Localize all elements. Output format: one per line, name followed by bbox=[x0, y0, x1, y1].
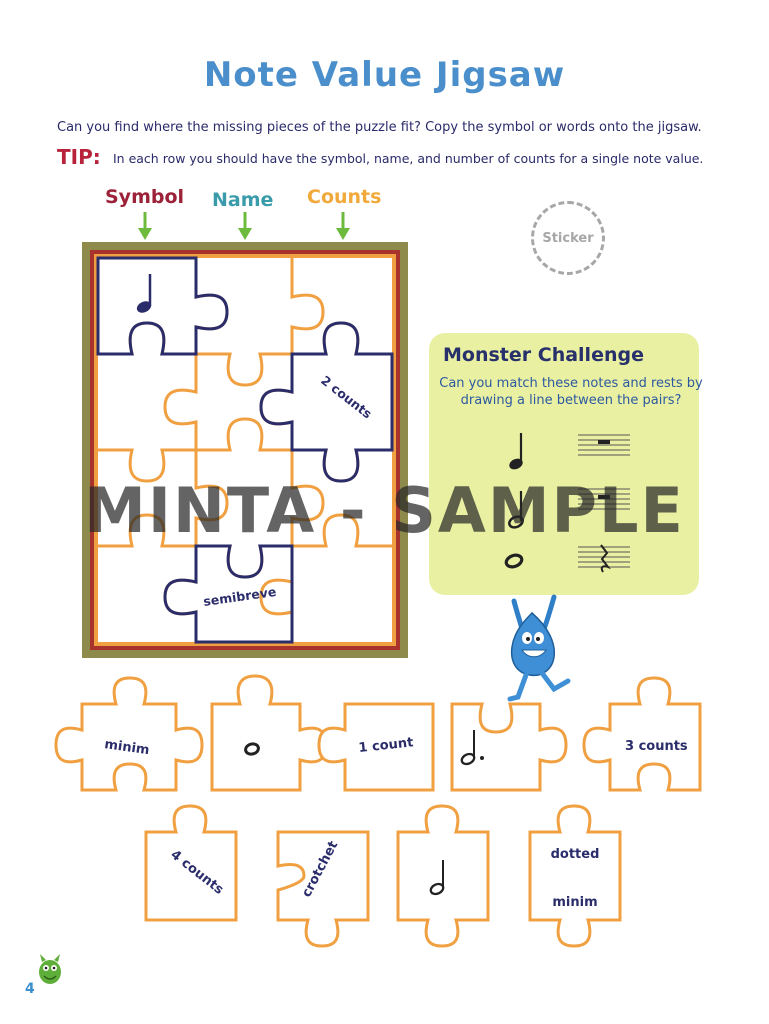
loose-piece-1-count[interactable] bbox=[317, 702, 435, 792]
loose-piece-dotted-minim-symbol[interactable] bbox=[450, 702, 568, 792]
monster-challenge-box bbox=[429, 333, 699, 595]
loose-piece-3-counts-label: 3 counts bbox=[625, 739, 688, 754]
loose-piece-crotchet[interactable] bbox=[276, 830, 370, 948]
arrow-counts-head bbox=[336, 228, 350, 240]
intro-text: Can you find where the missing pieces of… bbox=[57, 120, 702, 135]
page-title: Note Value Jigsaw bbox=[203, 55, 566, 95]
column-header-symbol: Symbol bbox=[105, 186, 185, 208]
loose-piece-semibreve-symbol[interactable] bbox=[210, 674, 328, 792]
challenge-minim-rest-icon[interactable] bbox=[578, 488, 630, 510]
crotchet-note-icon bbox=[136, 274, 152, 313]
challenge-title: Monster Challenge bbox=[443, 344, 644, 366]
loose-pieces: minim 1 count 3 counts 4 counts crotchet… bbox=[54, 674, 702, 948]
arrow-name-head bbox=[238, 228, 252, 240]
loose-piece-1-count-label: 1 count bbox=[358, 735, 414, 756]
column-header-counts: Counts bbox=[307, 186, 382, 208]
board-piece-2-counts[interactable] bbox=[259, 321, 394, 483]
minim-note-icon bbox=[429, 860, 445, 896]
loose-piece-3-counts[interactable] bbox=[582, 676, 702, 792]
semibreve-note-icon bbox=[244, 742, 260, 756]
jigsaw-board: 2 counts semibreve bbox=[82, 242, 408, 658]
blue-monster-icon bbox=[507, 594, 571, 702]
challenge-crotchet-note-icon[interactable] bbox=[508, 433, 525, 471]
challenge-semibreve-note-icon[interactable] bbox=[504, 553, 524, 569]
challenge-crotchet-rest-icon[interactable] bbox=[578, 544, 630, 573]
sticker-placeholder[interactable]: Sticker bbox=[531, 201, 605, 275]
loose-piece-dotted-minim[interactable] bbox=[528, 804, 622, 948]
board-piece-crotchet[interactable] bbox=[96, 256, 229, 356]
challenge-notes-and-rests bbox=[504, 433, 630, 573]
challenge-semibreve-rest-icon[interactable] bbox=[578, 434, 630, 456]
dotted-minim-note-icon bbox=[460, 730, 484, 766]
page-number: 4 bbox=[25, 981, 35, 997]
loose-piece-4-counts[interactable] bbox=[144, 804, 238, 922]
board-area[interactable] bbox=[98, 258, 392, 642]
loose-piece-minim-label: minim bbox=[103, 737, 150, 758]
challenge-instructions: Can you match these notes and rests by d… bbox=[439, 376, 703, 408]
green-monster-mascot-icon bbox=[39, 954, 61, 984]
challenge-minim-note-icon[interactable] bbox=[508, 491, 525, 529]
tip-label: TIP: bbox=[57, 145, 101, 169]
loose-piece-minim[interactable] bbox=[54, 676, 204, 792]
arrow-symbol-head bbox=[138, 228, 152, 240]
board-piece-semibreve[interactable] bbox=[163, 544, 294, 644]
column-header-name: Name bbox=[212, 189, 274, 211]
tip-text: In each row you should have the symbol, … bbox=[113, 151, 704, 166]
